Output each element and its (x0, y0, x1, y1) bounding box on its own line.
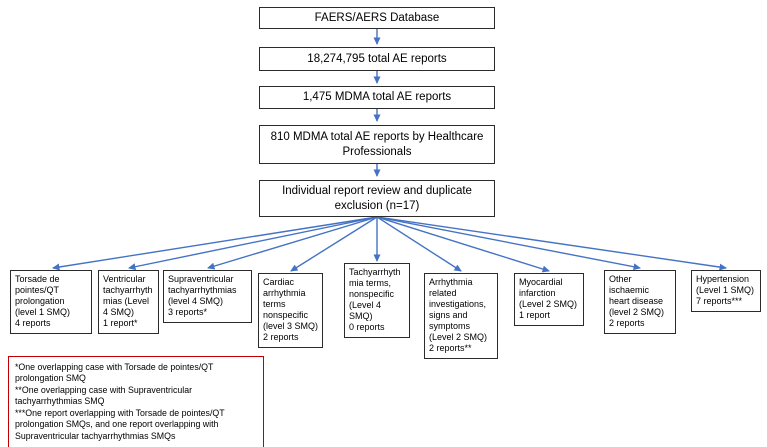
outcome-box-hypertension: Hypertension (Level 1 SMQ) 7 reports*** (691, 270, 761, 312)
outcome-count: 4 reports (15, 317, 51, 328)
outcome-box-torsade: Torsade de pointes/QT prolongation (leve… (10, 270, 92, 334)
outcome-count: 3 reports* (168, 306, 208, 317)
arrow-to-torsade (52, 216, 378, 271)
outcome-box-myocardial: Myocardial infarction (Level 2 SMQ) 1 re… (514, 273, 584, 326)
flow-box-mdma-ae-reports: 1,475 MDMA total AE reports (259, 86, 495, 109)
outcome-count: 1 report* (103, 317, 138, 328)
outcome-label: Hypertension (Level 1 SMQ) (696, 274, 755, 295)
arrow-to-arrhythmia-related (376, 216, 462, 272)
outcome-box-arrhythmia-related: Arrhythmia related investigations, signs… (424, 273, 498, 359)
outcome-count: 2 reports (609, 317, 645, 328)
outcome-count: 2 reports** (429, 342, 472, 353)
flow-box-database: FAERS/AERS Database (259, 7, 495, 29)
outcome-label: Cardiac arrhythmia terms nonspecific (le… (263, 277, 319, 331)
arrow-to-cardiac (290, 216, 378, 272)
outcome-box-cardiac: Cardiac arrhythmia terms nonspecific (le… (258, 273, 323, 348)
outcome-count: 2 reports (263, 331, 299, 342)
arrow-to-supraventricular (207, 216, 378, 270)
arrow-to-hypertension (376, 216, 727, 271)
outcome-box-ischaemic: Other ischaemic heart disease (level 2 S… (604, 270, 676, 334)
flow-box-report-review: Individual report review and duplicate e… (259, 180, 495, 217)
footnote-box: *One overlapping case with Torsade de po… (8, 356, 264, 447)
outcome-label: Arrhythmia related investigations, signs… (429, 277, 488, 342)
outcome-label: Torsade de pointes/QT prolongation (leve… (15, 274, 71, 317)
outcome-count: 7 reports*** (696, 295, 743, 306)
arrow-to-ventricular (128, 216, 378, 271)
outcome-count: 1 report (519, 309, 551, 320)
outcome-box-tachyarrhythmia: Tachyarrhythmia terms, nonspecific (Leve… (344, 263, 410, 338)
outcome-label: Supraventricular tachyarrhythmias (level… (168, 274, 237, 306)
outcome-label: Ventricular tachyarrhythmias (Level 4 SM… (103, 274, 153, 317)
arrow-to-ischaemic (376, 216, 641, 271)
outcome-box-ventricular: Ventricular tachyarrhythmias (Level 4 SM… (98, 270, 159, 334)
outcome-box-supraventricular: Supraventricular tachyarrhythmias (level… (163, 270, 252, 323)
footnote-line-3: ***One report overlapping with Torsade d… (15, 407, 225, 441)
flow-box-total-ae-reports: 18,274,795 total AE reports (259, 47, 495, 71)
arrow-to-myocardial (376, 216, 550, 273)
outcome-label: Tachyarrhythmia terms, nonspecific (Leve… (349, 267, 401, 321)
outcome-count: 0 reports (349, 321, 385, 332)
footnote-line-2: **One overlapping case with Supraventric… (15, 384, 193, 407)
outcome-label: Myocardial infarction (Level 2 SMQ) (519, 277, 578, 309)
flow-box-hcp-reports: 810 MDMA total AE reports by Healthcare … (259, 125, 495, 164)
outcome-label: Other ischaemic heart disease (level 2 S… (609, 274, 665, 317)
footnote-line-1: *One overlapping case with Torsade de po… (15, 362, 214, 384)
